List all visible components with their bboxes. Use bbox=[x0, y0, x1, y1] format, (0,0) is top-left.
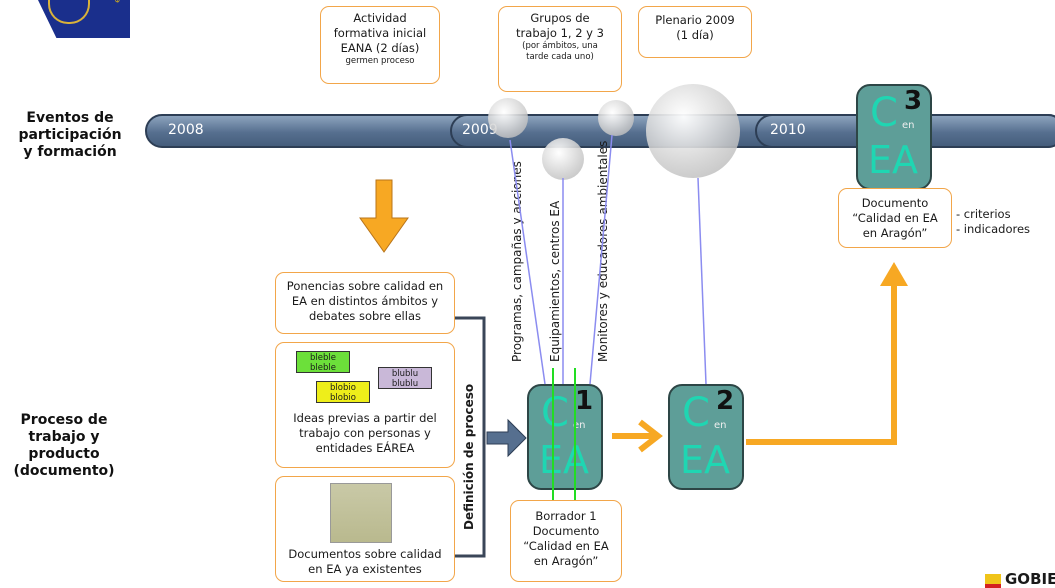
event-bubble bbox=[542, 138, 584, 180]
blue-line-g1 bbox=[509, 139, 546, 385]
event-bubble bbox=[488, 98, 528, 138]
arrow-c2-c3 bbox=[746, 284, 897, 445]
footer-logo: GOBIERNO bbox=[985, 568, 1055, 588]
arrow-into-c1 bbox=[486, 418, 527, 458]
input-ponencias-box: Ponencias sobre calidad en EA en distint… bbox=[275, 272, 455, 334]
note-green: bleble bleble bbox=[296, 351, 350, 373]
footer-brand-text: GOBIERNO bbox=[1005, 570, 1055, 588]
event-activity-box: Actividad formativa inicial EANA (2 días… bbox=[320, 6, 440, 84]
row-label-process: Proceso de trabajo y producto (documento… bbox=[13, 412, 115, 479]
event-plenary-box: Plenario 2009 (1 día) bbox=[638, 6, 752, 58]
event-groups-box: Grupos de trabajo 1, 2 y 3 (por ámbitos,… bbox=[498, 6, 622, 92]
process-bracket bbox=[455, 316, 486, 558]
borrador-box: Borrador 1 Documento “Calidad en EA en A… bbox=[510, 500, 622, 582]
final-document-box: Documento “Calidad en EA en Aragón” bbox=[838, 188, 952, 248]
arrow-down-activity bbox=[359, 179, 409, 253]
note-yellow: blobio blobio bbox=[316, 381, 370, 403]
event-bubble bbox=[598, 100, 634, 136]
blue-line-plenary bbox=[697, 177, 707, 385]
criteria-list: - criterios - indicadores bbox=[956, 207, 1031, 236]
year-label: 2010 bbox=[770, 122, 806, 138]
input-documentos-box: Documentos sobre calidad en EA ya existe… bbox=[275, 476, 455, 582]
row-label-events: Eventos de participación y formación bbox=[18, 110, 122, 160]
note-purple: blublu blublu bbox=[378, 367, 432, 389]
input-ideas-box: bleble bleble blobio blobio blublu blubl… bbox=[275, 342, 455, 468]
event-activity-subtitle: germen proceso bbox=[345, 56, 415, 66]
event-bubble bbox=[646, 84, 740, 178]
logo: estrategia bbox=[38, 0, 130, 38]
document-thumbnail bbox=[330, 483, 392, 543]
blue-line-g3 bbox=[589, 134, 613, 385]
year-label: 2008 bbox=[168, 122, 204, 138]
